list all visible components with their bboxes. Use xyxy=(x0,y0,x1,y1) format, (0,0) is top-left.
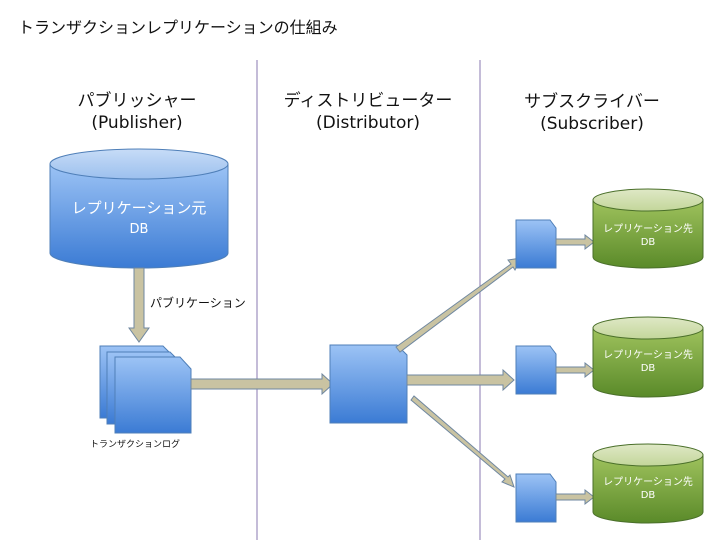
subscriber-heading-en: (Subscriber) xyxy=(540,114,644,134)
diagram-title: トランザクションレプリケーションの仕組み xyxy=(18,18,338,37)
subscriber-doc-icon xyxy=(515,219,557,269)
publication-arrow xyxy=(128,267,150,343)
transaction-log-label: トランザクションログ xyxy=(90,438,180,450)
log-to-distributor-arrow xyxy=(190,372,334,396)
publisher-heading: パブリッシャー xyxy=(78,90,197,111)
subscriber-db-label: レプリケーション先 xyxy=(603,223,693,235)
subscriber-2: レプリケーション先 DB xyxy=(515,316,704,398)
subscriber-arrow xyxy=(555,361,595,379)
distributor-box xyxy=(329,344,408,424)
subscriber-doc-icon xyxy=(515,345,557,395)
distributor-heading-en: (Distributor) xyxy=(316,113,420,133)
subscriber-db-label: レプリケーション先 xyxy=(603,349,693,361)
subscriber-arrow xyxy=(555,488,595,506)
subscriber-db-label: レプリケーション先 xyxy=(603,476,693,488)
distributor-to-subscriber-3-arrow xyxy=(410,395,515,488)
subscriber-heading: サブスクライバー xyxy=(524,91,660,112)
distributor-to-subscriber-2-arrow xyxy=(406,368,515,392)
subscriber-doc-icon xyxy=(515,473,557,523)
publisher-db-cylinder: レプリケーション元 DB xyxy=(49,148,229,269)
subscriber-3: レプリケーション先 DB xyxy=(515,443,704,524)
subscriber-arrow xyxy=(555,233,595,251)
subscriber-db-sublabel: DB xyxy=(641,490,656,501)
distributor-to-subscriber-1-arrow xyxy=(395,257,522,353)
subscriber-1: レプリケーション先 DB xyxy=(515,188,704,269)
publisher-db-sublabel: DB xyxy=(130,222,149,237)
subscriber-db-sublabel: DB xyxy=(641,363,656,374)
publisher-heading-en: (Publisher) xyxy=(91,113,182,133)
publication-label: パブリケーション xyxy=(150,295,246,310)
subscriber-db-sublabel: DB xyxy=(641,237,656,248)
publisher-db-label: レプリケーション元 xyxy=(72,199,207,217)
transaction-log-stack xyxy=(99,345,192,434)
distributor-heading: ディストリビューター xyxy=(284,90,453,111)
